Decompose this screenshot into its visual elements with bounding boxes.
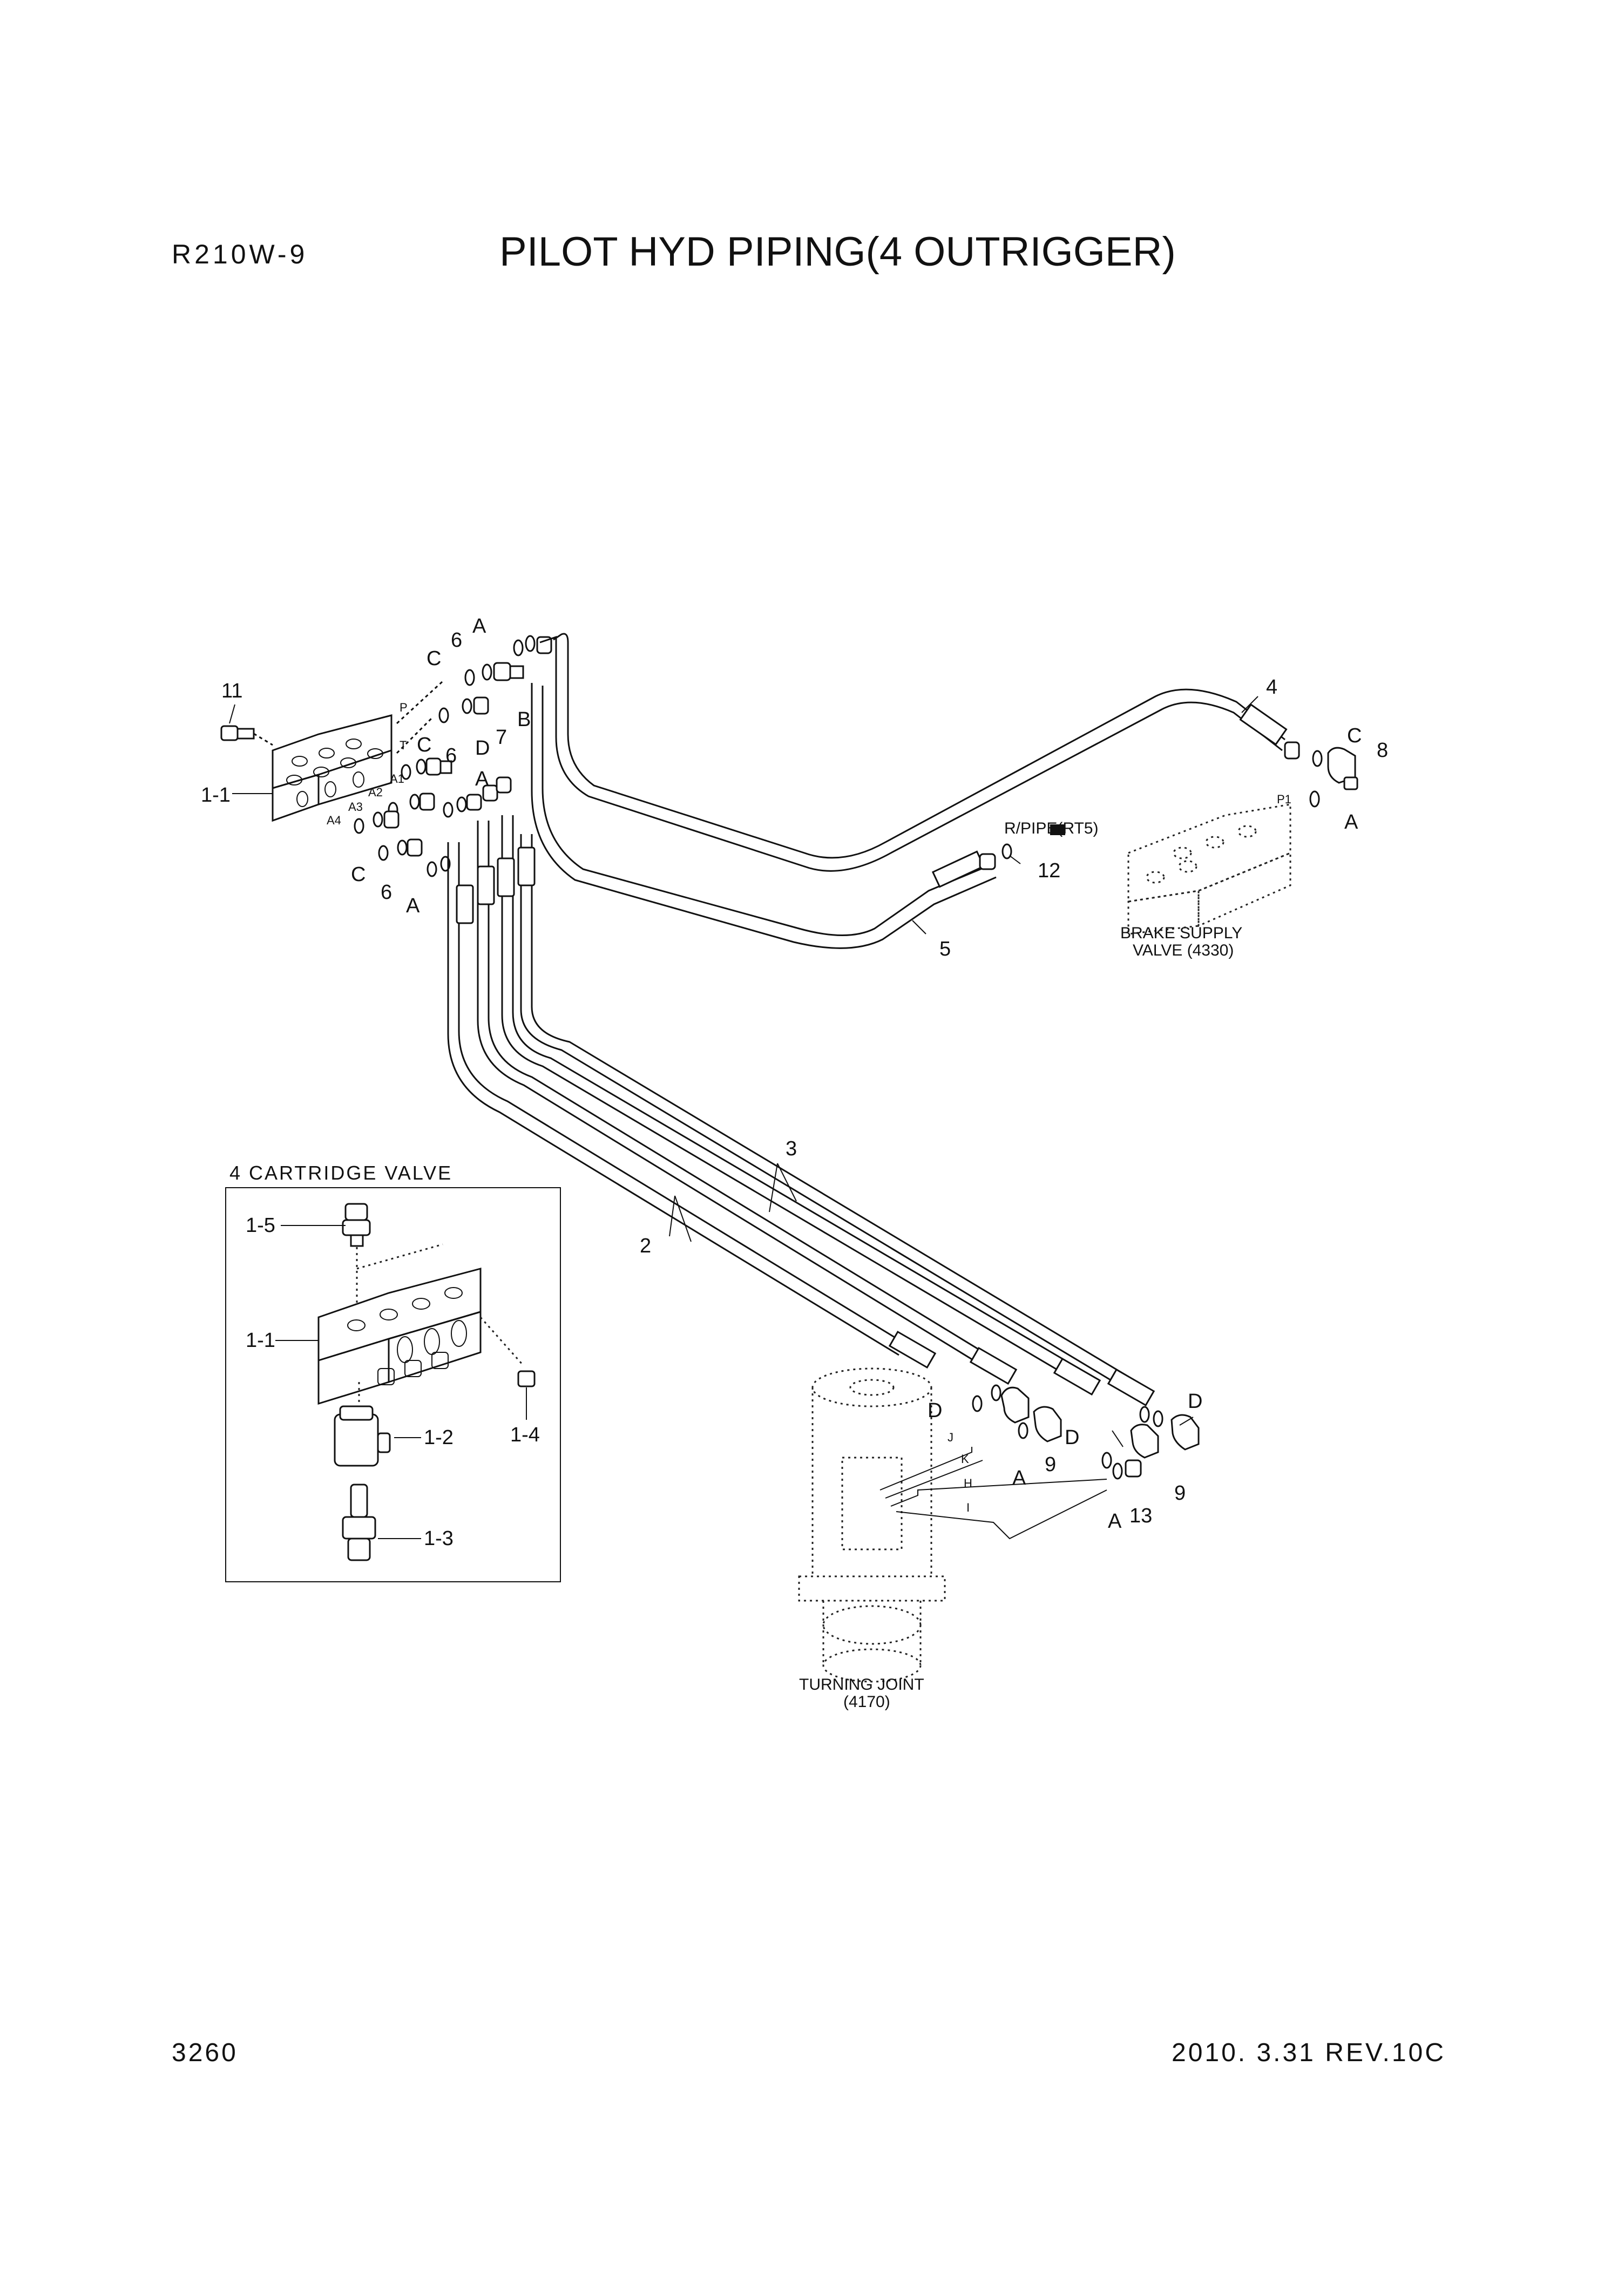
inset-label-1-1: 1-1 xyxy=(246,1329,275,1352)
port-label-a4: A4 xyxy=(327,814,341,827)
callout-d-4: D xyxy=(1188,1390,1202,1413)
revision-stamp: 2010. 3.31 REV.10C xyxy=(1172,2038,1446,2067)
brake-supply-valve xyxy=(1127,803,1291,935)
callout-c-4: C xyxy=(1347,724,1362,747)
hose-4 xyxy=(539,633,1300,872)
port-label-a2: A2 xyxy=(368,785,383,799)
brake-valve-label-2: VALVE (4330) xyxy=(1133,942,1234,959)
callout-c: C xyxy=(427,647,441,670)
callout-a-4: A xyxy=(1344,811,1358,834)
model-code: R210W-9 xyxy=(172,239,308,269)
callout-13: 13 xyxy=(1129,1505,1152,1527)
port-label-t: T xyxy=(400,739,407,752)
return-pipe-label: R/PIPE(RT5) xyxy=(1004,819,1098,837)
port-label-k: K xyxy=(961,1452,969,1466)
callout-a-5: A xyxy=(1012,1467,1026,1489)
turning-joint-label-1: TURNING JOINT xyxy=(799,1676,924,1694)
port-label-h: H xyxy=(964,1477,972,1490)
port-label-a1: A1 xyxy=(390,772,404,785)
fitting-11 xyxy=(220,725,273,746)
hose-bundle-2-3 xyxy=(447,815,1155,1407)
callout-11: 11 xyxy=(221,680,242,702)
callout-8: 8 xyxy=(1377,739,1388,762)
callout-a-6: A xyxy=(1108,1510,1122,1533)
callout-6: 6 xyxy=(451,629,462,652)
o-ring-p1 xyxy=(1309,790,1320,808)
return-pipe-marker xyxy=(1050,824,1065,835)
turning-joint-label-2: (4170) xyxy=(843,1693,890,1711)
inset-label-1-3: 1-3 xyxy=(424,1527,454,1550)
inset-label-1-5: 1-5 xyxy=(246,1214,275,1237)
callout-d: D xyxy=(475,737,490,760)
callout-c-2: C xyxy=(417,734,431,756)
port-label-p: P xyxy=(400,701,408,714)
diagram-title: PILOT HYD PIPING(4 OUTRIGGER) xyxy=(499,229,1176,275)
callout-a-2: A xyxy=(475,768,489,790)
callout-2: 2 xyxy=(640,1235,651,1257)
port-label-p1: P1 xyxy=(1277,793,1291,806)
callout-d-3: D xyxy=(1065,1426,1079,1449)
upper-fittings xyxy=(396,635,552,754)
callout-c-3: C xyxy=(351,863,366,886)
port-label-i: I xyxy=(966,1501,970,1514)
leader-lines xyxy=(229,696,1258,1447)
lower-fittings xyxy=(354,757,512,877)
callout-5: 5 xyxy=(939,938,951,960)
callout-6-3: 6 xyxy=(381,881,392,904)
inset-label-1-4: 1-4 xyxy=(510,1424,540,1446)
turning-joint-fittings xyxy=(972,1384,1200,1480)
callout-1-1: 1-1 xyxy=(201,784,231,807)
callout-d-2: D xyxy=(928,1399,942,1422)
hose-5 xyxy=(531,683,1012,949)
brake-valve-label-1: BRAKE SUPPLY xyxy=(1120,924,1242,942)
turning-joint xyxy=(798,1367,946,1683)
fitting-8 xyxy=(1312,747,1358,790)
manifold-block xyxy=(272,714,393,822)
page-number: 3260 xyxy=(172,2038,238,2067)
joint-port-lines xyxy=(879,1447,1107,1540)
port-label-j: J xyxy=(948,1431,953,1444)
callout-a: A xyxy=(472,615,486,638)
inset-label-1-2: 1-2 xyxy=(424,1426,454,1449)
callout-7: 7 xyxy=(496,726,507,749)
callout-3: 3 xyxy=(786,1137,797,1160)
callout-a-3: A xyxy=(406,895,420,917)
cartridge-valve-inset xyxy=(225,1187,561,1582)
callout-b: B xyxy=(517,708,531,731)
callout-9-2: 9 xyxy=(1174,1482,1186,1505)
inset-title: 4 CARTRIDGE VALVE xyxy=(229,1162,452,1184)
callout-6-2: 6 xyxy=(445,744,457,767)
port-label-a3: A3 xyxy=(348,800,363,814)
callout-4: 4 xyxy=(1266,676,1277,699)
callout-12: 12 xyxy=(1038,859,1060,882)
callout-9: 9 xyxy=(1045,1453,1056,1476)
